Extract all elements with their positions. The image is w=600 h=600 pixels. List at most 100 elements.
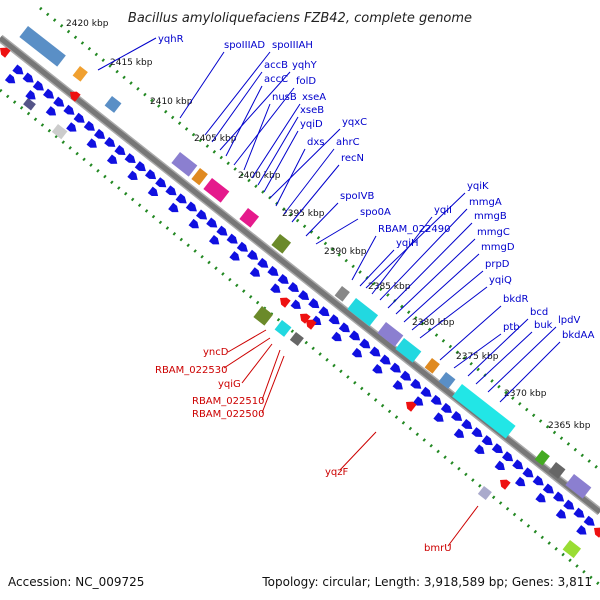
gene-label-bkdR[interactable]: bkdR [503, 294, 528, 305]
gene-arrow[interactable] [25, 89, 38, 102]
gene-arrow[interactable] [4, 73, 18, 86]
gene-label-bmrU[interactable]: bmrU [424, 543, 452, 554]
gene-arrow[interactable] [412, 396, 426, 408]
gene-arrow[interactable] [453, 428, 467, 440]
gene-label-bcd[interactable]: bcd [530, 307, 548, 318]
gene-arrow[interactable] [433, 412, 446, 424]
gene-label-lpdV[interactable]: lpdV [558, 315, 580, 326]
gene-arrow[interactable] [481, 435, 496, 448]
gene-arrow[interactable] [573, 507, 587, 521]
gene-arrow[interactable] [63, 104, 77, 118]
gene-arrow[interactable] [53, 96, 67, 110]
gene-arrow[interactable] [494, 460, 508, 473]
gene-label-yncD[interactable]: yncD [203, 347, 229, 358]
gene-arrow[interactable] [208, 235, 222, 247]
gene-label-nusB[interactable]: nusB [272, 92, 297, 103]
gene-arrow[interactable] [553, 491, 567, 505]
gene-label-yqiQ[interactable]: yqiQ [489, 275, 512, 286]
gene-arrow[interactable] [403, 398, 417, 412]
gene-arrow[interactable] [147, 186, 161, 199]
gene-label-buk[interactable]: buk [534, 320, 553, 331]
gene-label-mmgB[interactable]: mmgB [474, 211, 507, 222]
gene-arrow[interactable] [290, 299, 304, 312]
gene-arrow[interactable] [45, 106, 59, 118]
gene-label-yqiH[interactable]: yqiH [396, 238, 419, 249]
gene-label-yqzF[interactable]: yqzF [325, 467, 349, 478]
gene-label-xseB[interactable]: xseB [300, 105, 324, 116]
gene-arrow[interactable] [502, 451, 516, 464]
gene-arrow[interactable] [461, 419, 475, 432]
gene-label-RBAM_022500[interactable]: RBAM_022500 [192, 409, 264, 420]
gene-arrow[interactable] [32, 80, 47, 94]
gene-label-spoIIIAH[interactable]: spoIIIAH [272, 40, 313, 51]
gene-arrow[interactable] [359, 338, 373, 351]
gene-label-yqhR[interactable]: yqhR [158, 34, 184, 45]
gene-arrow[interactable] [185, 201, 200, 214]
gene-arrow[interactable] [491, 443, 506, 456]
gene-label-mmgA[interactable]: mmgA [469, 197, 502, 208]
gene-arrow[interactable] [12, 64, 26, 77]
gene-arrow[interactable] [555, 509, 569, 521]
gene-arrow[interactable] [392, 380, 406, 392]
gene-label-yqxC[interactable]: yqxC [342, 117, 367, 128]
gene-arrow[interactable] [532, 475, 547, 488]
gene-label-folD[interactable]: folD [296, 76, 316, 87]
gene-arrow[interactable] [206, 217, 220, 231]
gene-arrow[interactable] [155, 177, 169, 190]
gene-arrow[interactable] [308, 298, 322, 311]
gene-arrow[interactable] [471, 427, 485, 440]
gene-arrow[interactable] [247, 249, 261, 263]
gene-label-ptb[interactable]: ptb [503, 322, 520, 333]
gene-arrow[interactable] [372, 363, 385, 376]
gene-arrow[interactable] [369, 346, 383, 359]
gene-arrow[interactable] [277, 294, 291, 308]
gene-arrow[interactable] [440, 402, 455, 416]
gene-arrow[interactable] [277, 273, 292, 287]
gene-arrow[interactable] [563, 499, 577, 513]
gene-arrow[interactable] [389, 362, 404, 376]
gene-arrow[interactable] [576, 525, 589, 537]
gene-arrow[interactable] [168, 202, 181, 215]
gene-arrow[interactable] [165, 185, 179, 198]
gene-arrow[interactable] [497, 476, 511, 490]
gene-arrow[interactable] [0, 44, 11, 58]
gene-label-spoIVB[interactable]: spoIVB [340, 191, 374, 202]
gene-label-ahrC[interactable]: ahrC [336, 137, 360, 148]
gene-label-mmgD[interactable]: mmgD [481, 242, 515, 253]
gene-arrow[interactable] [270, 283, 283, 295]
gene-label-RBAM_022490[interactable]: RBAM_022490 [378, 224, 450, 235]
gene-label-RBAM_022530[interactable]: RBAM_022530 [155, 365, 227, 376]
gene-arrow[interactable] [249, 267, 263, 279]
gene-label-yqiK[interactable]: yqiK [467, 181, 489, 192]
gene-arrow[interactable] [514, 476, 528, 489]
gene-arrow[interactable] [93, 128, 108, 142]
gene-arrow[interactable] [42, 88, 57, 102]
gene-arrow[interactable] [86, 138, 100, 150]
gene-label-yqhY[interactable]: yqhY [292, 60, 318, 71]
gene-label-yqiD[interactable]: yqiD [300, 119, 323, 130]
gene-arrow[interactable] [331, 331, 344, 344]
gene-arrow[interactable] [124, 153, 139, 166]
gene-arrow[interactable] [236, 241, 251, 255]
gene-arrow[interactable] [267, 265, 281, 279]
gene-label-accC[interactable]: accC [264, 74, 288, 85]
gene-arrow[interactable] [67, 88, 81, 102]
gene-label-spoIIIAD[interactable]: spoIIIAD [224, 40, 265, 51]
gene-arrow[interactable] [512, 459, 526, 472]
gene-arrow[interactable] [216, 225, 230, 239]
gene-arrow[interactable] [379, 354, 394, 368]
gene-label-RBAM_022510[interactable]: RBAM_022510 [192, 396, 264, 407]
gene-arrow[interactable] [73, 112, 88, 126]
gene-label-mmgC[interactable]: mmgC [477, 227, 510, 238]
gene-arrow[interactable] [451, 410, 465, 424]
gene-arrow[interactable] [127, 170, 140, 183]
gene-arrow[interactable] [83, 120, 98, 134]
gene-arrow[interactable] [226, 233, 241, 247]
gene-arrow[interactable] [134, 161, 149, 174]
gene-arrow[interactable] [104, 136, 118, 150]
gene-label-yqiG[interactable]: yqiG [218, 379, 241, 390]
gene-arrow[interactable] [349, 330, 363, 343]
gene-label-recN[interactable]: recN [341, 153, 364, 164]
gene-arrow[interactable] [318, 306, 332, 319]
gene-label-bkdAA[interactable]: bkdAA [562, 330, 595, 341]
